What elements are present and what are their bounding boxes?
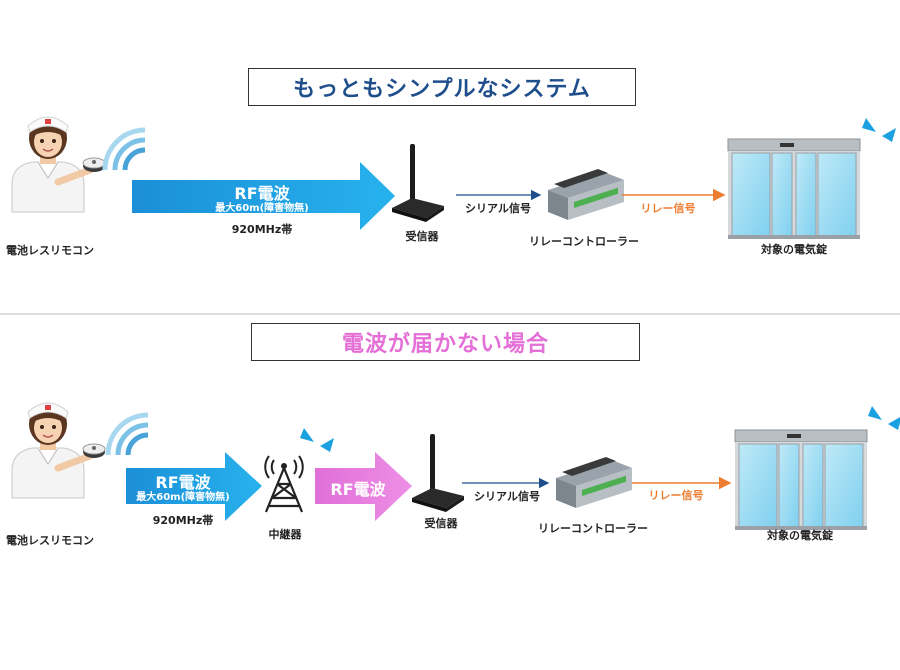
rf-arrow-1 — [132, 162, 395, 230]
receiver-label-1: 受信器 — [405, 230, 439, 243]
lock-label-1: 対象の電気錠 — [761, 243, 827, 256]
rf-title-repeater: RF電波 — [330, 480, 386, 499]
rf-title-2: RF電波 — [155, 473, 211, 492]
nurse-remote-illustration-2 — [12, 403, 105, 498]
receiver-label-2: 受信器 — [424, 517, 458, 530]
section2-title: 電波が届かない場合 — [251, 323, 640, 361]
sparkle-icon-1 — [862, 118, 896, 142]
serial-label-1: シリアル信号 — [465, 202, 531, 215]
rf-freq-1: 920MHz帯 — [231, 223, 293, 236]
radio-wave-icon-2 — [108, 415, 148, 455]
repeater-label: 中継器 — [268, 528, 302, 541]
relay-label-2: リレー信号 — [648, 489, 704, 502]
repeater-tower-icon — [264, 454, 304, 514]
rf-title-1: RF電波 — [234, 184, 290, 203]
section1-title: もっともシンプルなシステム — [248, 68, 636, 106]
auto-door-icon-2 — [734, 429, 868, 531]
controller-label-1: リレーコントローラー — [529, 235, 639, 248]
relay-controller-icon-2 — [556, 457, 632, 508]
auto-door-icon-1 — [727, 138, 861, 240]
receiver-router-icon-2 — [412, 434, 464, 512]
receiver-router-icon-1 — [392, 144, 444, 222]
serial-label-2: シリアル信号 — [474, 490, 540, 503]
relay-controller-icon-1 — [548, 169, 624, 220]
rf-range-2: 最大60m(障害物無) — [136, 492, 230, 503]
lock-label-2: 対象の電気錠 — [767, 529, 833, 542]
remote-label-2: 電池レスリモコン — [6, 534, 94, 547]
rf-range-1: 最大60m(障害物無) — [215, 203, 309, 214]
relay-label-1: リレー信号 — [640, 202, 696, 215]
radio-wave-icon-1 — [105, 130, 145, 170]
controller-label-2: リレーコントローラー — [538, 522, 648, 535]
rf-freq-2: 920MHz帯 — [152, 514, 214, 527]
rf-arrow-repeater — [315, 452, 412, 521]
remote-label-1: 電池レスリモコン — [6, 244, 94, 257]
sparkle-icon-repeater — [300, 428, 334, 452]
sparkle-icon-2 — [868, 406, 900, 430]
rf-arrow-2 — [126, 452, 262, 521]
nurse-remote-illustration-1 — [12, 117, 105, 212]
